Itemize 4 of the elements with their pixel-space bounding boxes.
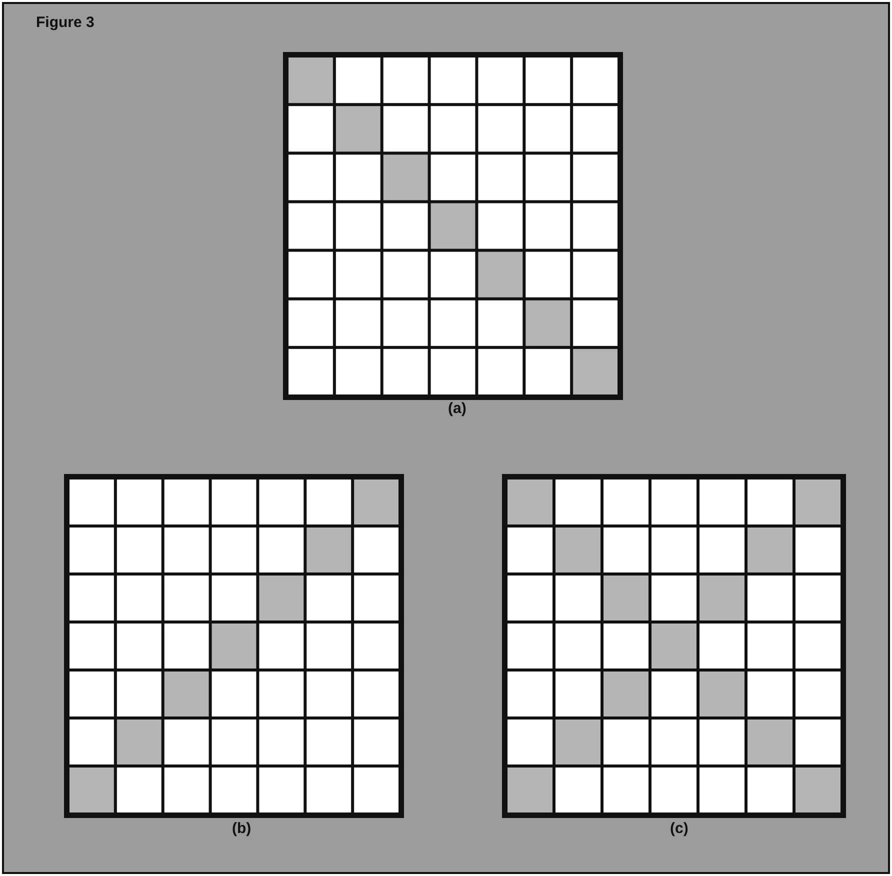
panel-caption: (c) [670,820,688,837]
figure-title: Figure 3 [36,14,94,31]
panel-caption: (a) [448,400,466,417]
panel-caption: (b) [232,820,252,837]
